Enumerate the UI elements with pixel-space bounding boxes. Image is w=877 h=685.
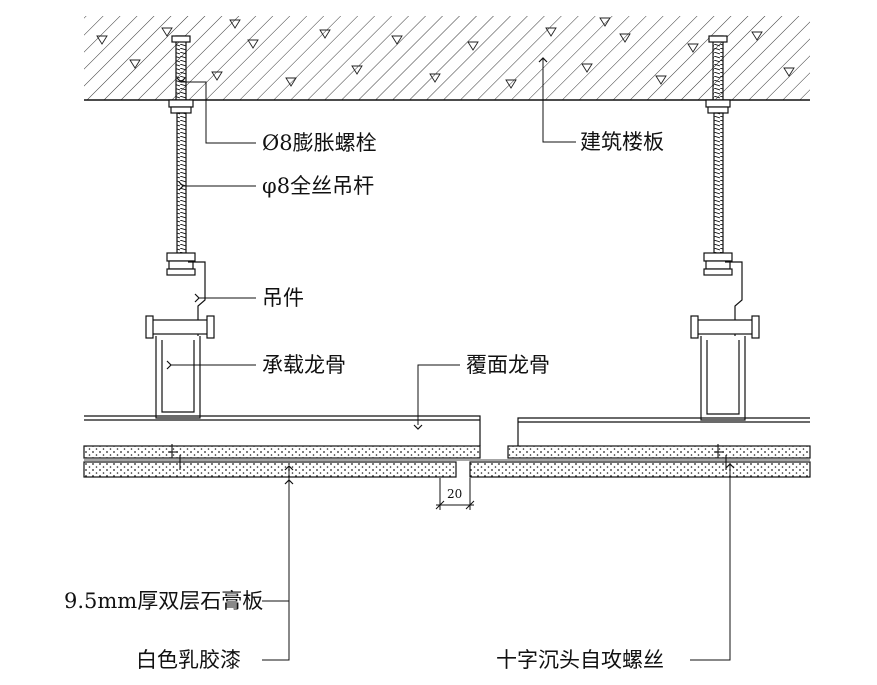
- gap-dimension-text: 20: [447, 487, 462, 501]
- label-floor-slab: 建筑楼板: [580, 130, 664, 154]
- label-screw: 十字沉头自攻螺丝: [496, 648, 664, 672]
- hanger-assembly-right: [690, 35, 760, 421]
- gypsum-boards: [83, 445, 811, 478]
- hanger-assembly-left: [145, 35, 215, 419]
- aggregate-marks: [96, 17, 795, 89]
- label-hanger-clip: 吊件: [262, 286, 304, 310]
- label-expansion-bolt: Ø8膨胀螺栓: [262, 131, 377, 155]
- leader-arrows: [166, 57, 735, 485]
- label-gypsum-board: 9.5mm厚双层石膏板: [64, 589, 263, 613]
- leader-lines: [171, 58, 731, 661]
- label-main-keel: 承载龙骨: [262, 353, 346, 377]
- floor-slab: [84, 16, 810, 101]
- screw-left: [168, 444, 181, 470]
- label-cover-keel: 覆面龙骨: [466, 353, 550, 377]
- gap-dimension: [435, 478, 475, 510]
- label-hanger-rod: φ8全丝吊杆: [262, 174, 374, 198]
- cover-keel: [84, 415, 810, 446]
- label-latex-paint: 白色乳胶漆: [136, 648, 241, 672]
